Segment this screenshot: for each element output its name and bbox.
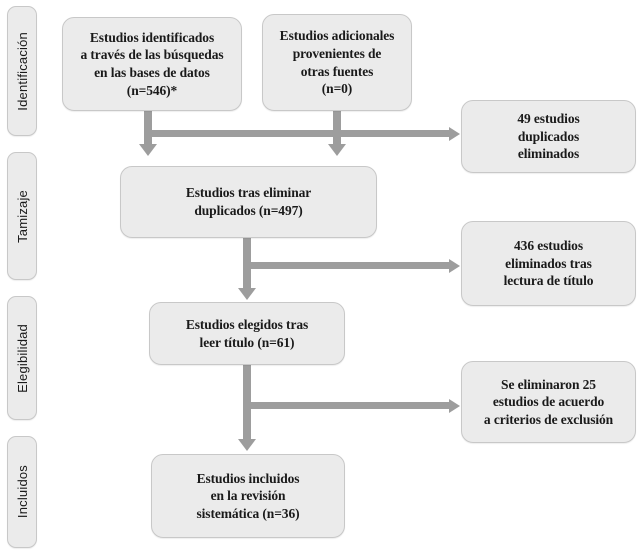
connector-identified-to-dedup-stem [144,110,152,147]
stage-label-elegibilidad: Elegibilidad [7,296,37,420]
arrowhead-identified-to-dedup [139,144,157,156]
stage-label-text: Identificación [14,31,30,111]
stage-label-identificacion: Identificación [7,6,37,136]
node-text: 49 estudios duplicados eliminados [517,111,580,162]
node-after-duplicates: Estudios tras eliminar duplicados (n=497… [120,166,377,238]
node-additional-sources: Estudios adicionales provenientes de otr… [262,14,412,111]
arrowhead-to-duplicates-removed [449,126,460,141]
node-text: Estudios elegidos tras leer título (n=61… [185,316,309,350]
node-text: Se eliminaron 25 estudios de acuerdo a c… [483,376,614,427]
arrowhead-selected-to-included [238,439,256,451]
node-text: Estudios incluidos en la revisión sistem… [196,470,300,521]
node-text: 436 estudios eliminados tras lectura de … [503,238,594,289]
arrowhead-additional-to-dedup [328,144,346,156]
node-selected-title: Estudios elegidos tras leer título (n=61… [149,302,345,365]
node-duplicates-removed: 49 estudios duplicados eliminados [461,100,636,173]
connector-additional-to-dedup-stem [333,110,341,147]
node-text: Estudios adicionales provenientes de otr… [279,28,395,97]
node-identified-databases: Estudios identificados a través de las b… [62,17,242,111]
arrowhead-to-excluded-title [449,258,460,273]
arrowhead-to-excluded-criteria [449,398,460,413]
connector-to-duplicates-removed [144,130,451,137]
connector-to-excluded-title [243,262,451,269]
stage-label-text: Incluidos [14,465,30,519]
node-excluded-title: 436 estudios eliminados tras lectura de … [461,221,636,306]
stage-label-text: Tamizaje [14,189,30,243]
connector-to-excluded-criteria [243,402,451,409]
arrowhead-dedup-to-selected [238,288,256,300]
node-text: Estudios identificados a través de las b… [80,29,224,98]
node-excluded-criteria: Se eliminaron 25 estudios de acuerdo a c… [461,361,636,443]
stage-label-tamizaje: Tamizaje [7,152,37,280]
stage-label-text: Elegibilidad [14,323,30,393]
node-text: Estudios tras eliminar duplicados (n=497… [185,185,312,218]
stage-label-incluidos: Incluidos [7,436,37,548]
node-included-final: Estudios incluidos en la revisión sistem… [151,454,345,538]
